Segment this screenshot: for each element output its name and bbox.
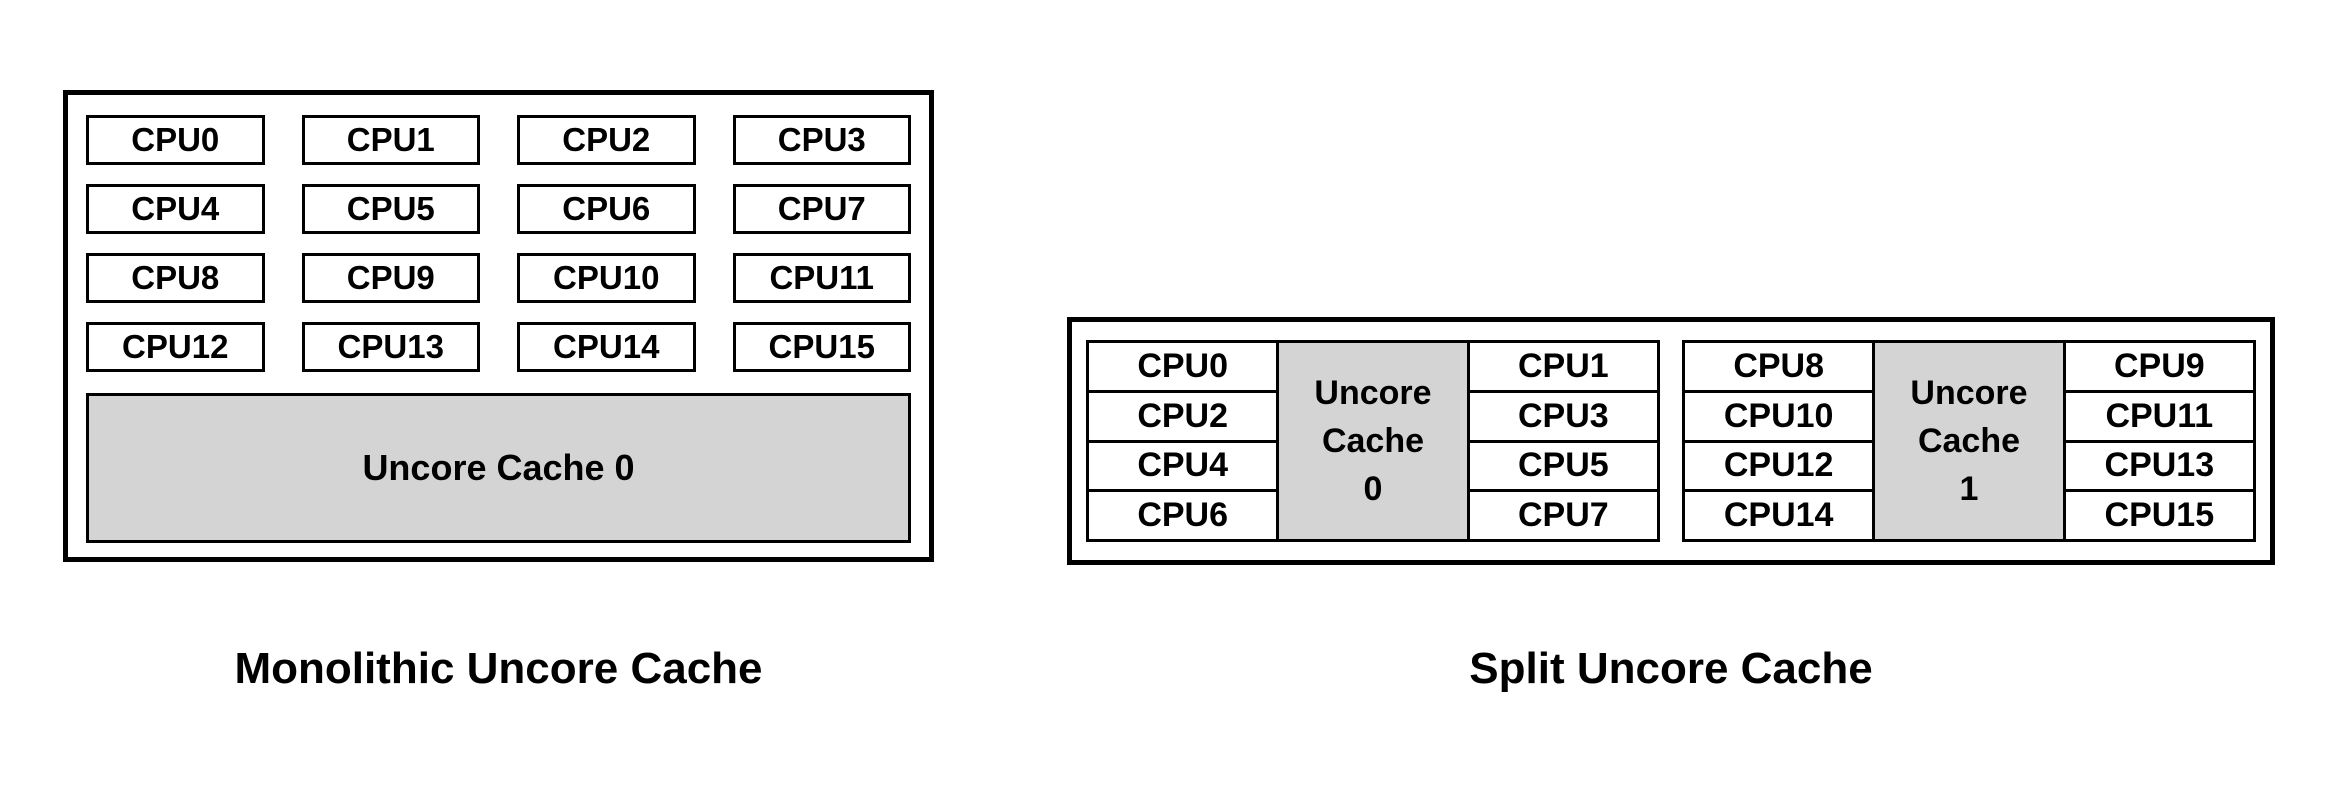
uncore-cache-1-label-line-0: Uncore [1910,374,2028,412]
cpu-cell-cpu14: CPU14 [1685,489,1873,539]
cpu-cell-cpu4: CPU4 [1089,439,1277,490]
cpu-box-cpu15: CPU15 [732,322,911,372]
cpu-cell-cpu10: CPU10 [1685,389,1873,440]
cpu-cell-cpu3: CPU3 [1469,389,1657,440]
cpu-cell-cpu0: CPU0 [1137,346,1229,385]
cpu-box-cpu14: CPU14 [517,322,696,372]
cpu-cell-cpu13: CPU13 [2065,439,2253,490]
cpu-box-cpu8: CPU8 [86,253,265,303]
cpu-box-cpu6: CPU6 [517,184,696,234]
cpu-box-cpu12: CPU12 [86,322,265,372]
cpu-cell-cpu5: CPU5 [1469,439,1657,490]
uncore-cache-0-label: Uncore Cache 0 [362,447,635,488]
uncore-cache-0-label-line-2: 0 [1363,470,1383,508]
cpu-cell-cpu11: CPU11 [2065,389,2253,440]
uncore-cache-1-label-line-1: Cache [1917,422,2021,460]
cpu-box-cpu10: CPU10 [517,253,696,303]
cpu-box-cpu5: CPU5 [301,184,480,234]
uncore-cache-0-label-line-1: Cache [1321,422,1425,460]
cpu-box-cpu11: CPU11 [732,253,911,303]
cpu-cell-cpu15: CPU15 [2065,489,2253,539]
caption-monolithic-uncore-cache: Monolithic Uncore Cache [234,644,763,693]
uncore-cache-1-label-line-2: 1 [1959,470,1979,508]
cpu-cell-cpu2: CPU2 [1089,389,1277,440]
uncore-cache-0-box: Uncore Cache 0 [86,393,911,543]
cpu-box-cpu7: CPU7 [732,184,911,234]
uncore-cache-0-label-line-0: Uncore [1314,374,1432,412]
cpu-box-cpu0: CPU0 [86,115,265,165]
cpu-box-cpu13: CPU13 [301,322,480,372]
cpu-cell-cpu6: CPU6 [1089,489,1277,539]
cpu-cell-cpu1: CPU1 [1517,346,1609,385]
cpu-cell-cpu12: CPU12 [1685,439,1873,490]
cpu-cell-cpu9: CPU9 [2113,346,2205,385]
cpu-box-cpu4: CPU4 [86,184,265,234]
cpu-box-cpu1: CPU1 [301,115,480,165]
cpu-cell-cpu8: CPU8 [1733,346,1825,385]
cpu-box-cpu3: CPU3 [732,115,911,165]
cpu-box-cpu2: CPU2 [517,115,696,165]
cpu-cell-cpu7: CPU7 [1469,489,1657,539]
caption-split-uncore-cache: Split Uncore Cache [1469,644,1873,693]
cpu-box-cpu9: CPU9 [301,253,480,303]
